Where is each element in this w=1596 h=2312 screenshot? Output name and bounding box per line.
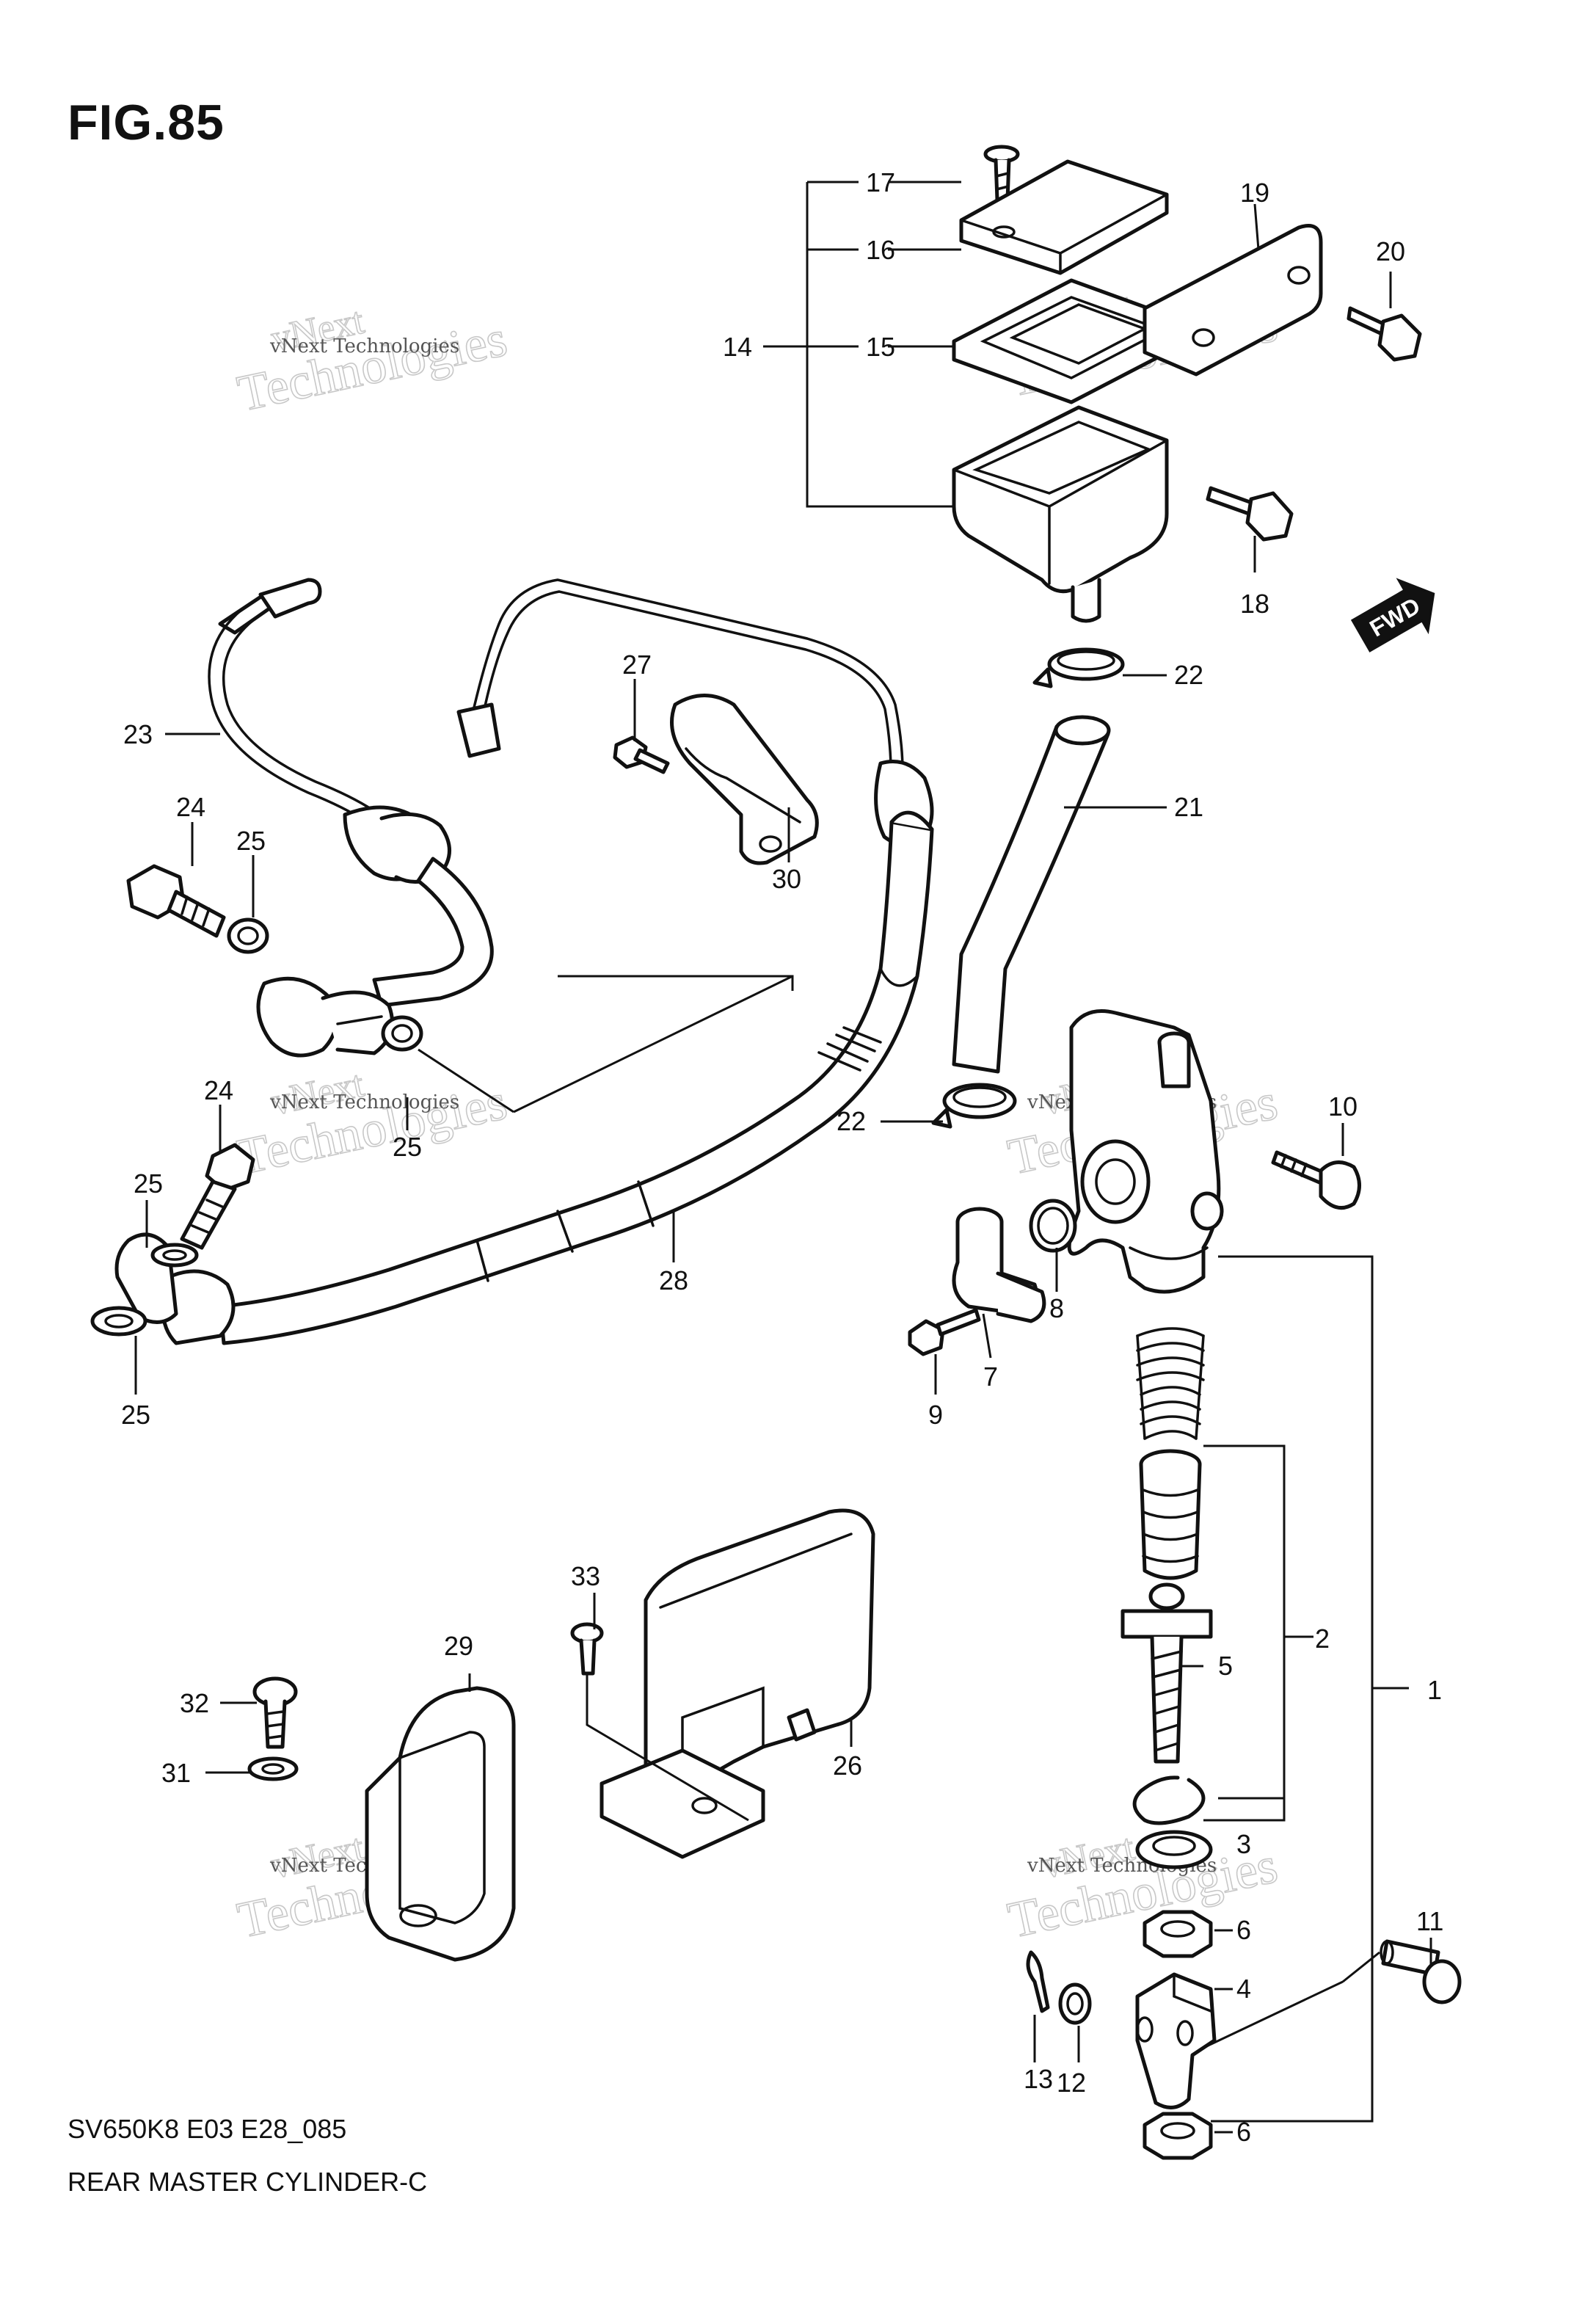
cover-29 xyxy=(365,1686,516,1962)
callout-2: 2 xyxy=(1315,1624,1330,1654)
callout-22-lower: 22 xyxy=(837,1106,866,1136)
brake-hose-23 xyxy=(208,578,494,1058)
washer-31 xyxy=(247,1756,299,1781)
callout-16: 16 xyxy=(866,235,895,265)
callout-26: 26 xyxy=(833,1751,862,1781)
nut-6-upper xyxy=(1143,1910,1213,1958)
cover-26 xyxy=(600,1508,875,1859)
callout-12: 12 xyxy=(1057,2068,1086,2098)
push-rod-5 xyxy=(1121,1582,1213,1764)
callout-25-d: 25 xyxy=(121,1400,150,1430)
clevis-pin-11 xyxy=(1380,1939,1462,2004)
washer-25-b xyxy=(381,1015,423,1052)
bolt-10 xyxy=(1271,1150,1361,1210)
diagram-code: SV650K8 E03 E28_085 xyxy=(68,2114,347,2144)
union-bolt-24-lower xyxy=(180,1143,255,1250)
piston-cup xyxy=(1139,1449,1202,1580)
bolt-18 xyxy=(1206,486,1294,542)
nut-6-lower xyxy=(1143,2112,1213,2160)
callout-29: 29 xyxy=(444,1631,473,1661)
callout-5: 5 xyxy=(1218,1651,1233,1681)
callout-22-upper: 22 xyxy=(1174,660,1203,690)
washer-12 xyxy=(1058,1982,1092,2025)
callout-6-upper: 6 xyxy=(1236,1915,1251,1945)
callout-14: 14 xyxy=(723,332,752,362)
washer-25-d xyxy=(90,1306,147,1337)
callout-24-upper: 24 xyxy=(176,792,205,822)
callout-30: 30 xyxy=(772,864,801,894)
fwd-arrow-badge: FWD xyxy=(1350,578,1435,652)
cotter-pin-13 xyxy=(1026,1950,1050,2013)
callout-25-a: 25 xyxy=(236,826,266,856)
brake-hose-28 xyxy=(218,810,934,1345)
callout-20: 20 xyxy=(1376,236,1405,266)
bolt-20 xyxy=(1347,306,1422,362)
callout-25-b: 25 xyxy=(393,1132,422,1162)
callout-21: 21 xyxy=(1174,792,1203,822)
callout-13: 13 xyxy=(1024,2064,1053,2094)
spring xyxy=(1136,1327,1205,1440)
callout-27: 27 xyxy=(622,650,652,680)
callout-28: 28 xyxy=(659,1265,688,1295)
callout-15: 15 xyxy=(866,332,895,362)
callout-19: 19 xyxy=(1240,178,1269,208)
reservoir-cap-16 xyxy=(959,159,1169,275)
leader-lines xyxy=(134,181,1432,2134)
diagram-title: REAR MASTER CYLINDER-C xyxy=(68,2167,428,2197)
callout-23: 23 xyxy=(123,719,153,749)
washer-25-c xyxy=(150,1243,199,1268)
callout-9: 9 xyxy=(928,1400,943,1430)
reservoir-bracket-19 xyxy=(1143,224,1323,377)
callout-33: 33 xyxy=(571,1561,600,1591)
callout-4: 4 xyxy=(1236,1974,1251,2004)
screw-9 xyxy=(908,1308,981,1356)
hose-clamp-22-upper xyxy=(1032,647,1125,688)
bolt-27 xyxy=(613,735,670,774)
master-cylinder-body xyxy=(1067,1009,1224,1294)
reservoir-body-14 xyxy=(952,405,1169,623)
callout-31: 31 xyxy=(161,1758,191,1788)
callout-17: 17 xyxy=(866,167,895,197)
figure-title: FIG.85 xyxy=(68,95,225,150)
union-bolt-24-upper xyxy=(126,864,226,938)
watermark-small: vNext Technologies xyxy=(269,1091,459,1113)
callout-25-c: 25 xyxy=(134,1168,163,1199)
callout-24-lower: 24 xyxy=(204,1075,233,1105)
callout-3: 3 xyxy=(1236,1829,1251,1859)
screw-32 xyxy=(252,1676,298,1749)
callout-6-lower: 6 xyxy=(1236,2117,1251,2147)
screw-33 xyxy=(570,1622,604,1676)
callout-labels: 1 2 3 4 5 6 6 7 8 9 10 11 12 13 14 15 16… xyxy=(121,167,1443,2147)
callout-8: 8 xyxy=(1049,1293,1064,1323)
callout-11: 11 xyxy=(1416,1906,1443,1936)
clevis-4 xyxy=(1135,1972,1217,2109)
washer-25-a xyxy=(227,917,269,954)
hose-joint-7 xyxy=(952,1207,1046,1323)
watermark-small: vNext Technologies xyxy=(269,335,459,357)
callout-32: 32 xyxy=(180,1688,209,1718)
boot-3 xyxy=(1135,1830,1213,1869)
hose-clamp-22-lower xyxy=(931,1083,1017,1129)
callout-18: 18 xyxy=(1240,589,1269,619)
circlip xyxy=(1132,1775,1206,1825)
o-ring-8 xyxy=(1029,1199,1077,1253)
callout-10: 10 xyxy=(1328,1091,1358,1122)
callout-7: 7 xyxy=(983,1362,998,1392)
hose-guide-30 xyxy=(670,694,819,865)
callout-1: 1 xyxy=(1427,1675,1442,1705)
